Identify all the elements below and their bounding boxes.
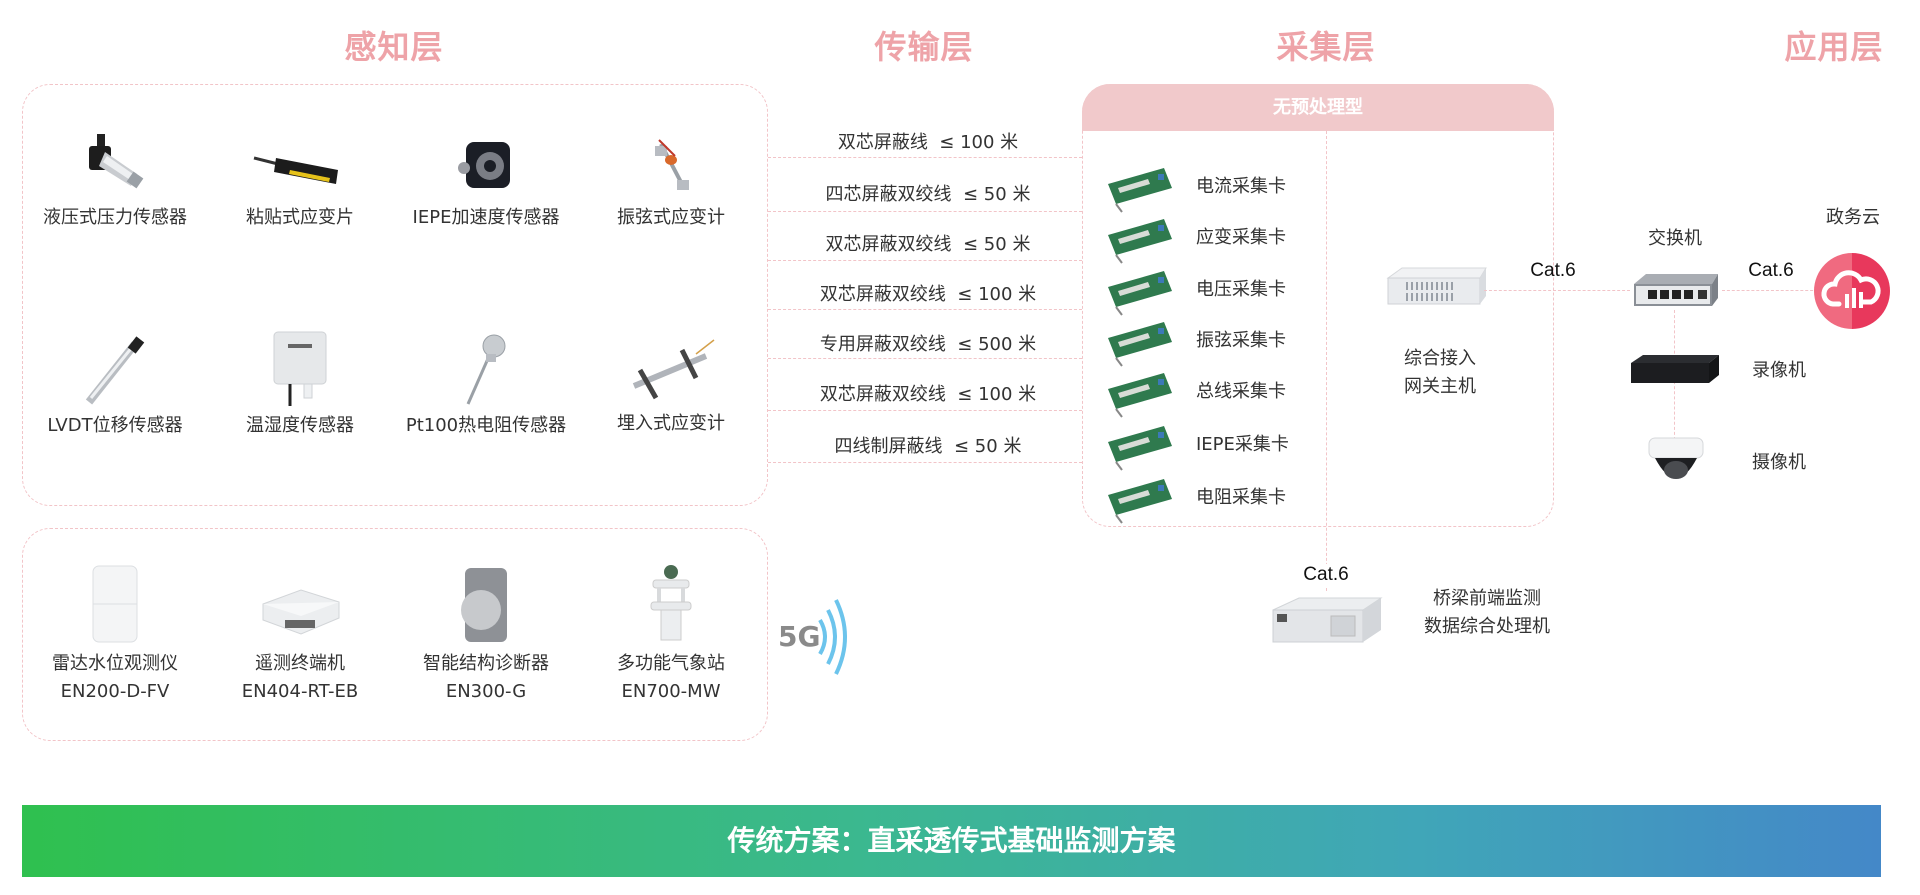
- sensor-pt100: Pt100热电阻传感器: [396, 330, 576, 440]
- device-structure-diagnoser: 智能结构诊断器 EN300-G: [396, 562, 576, 706]
- 5g-label: 5G: [778, 620, 821, 653]
- sensor-temp-humidity: 温湿度传感器: [210, 328, 390, 440]
- sensor-strain-gauge: 粘贴式应变片: [210, 130, 390, 232]
- recorder-label: 录像机: [1752, 360, 1806, 381]
- link-gateway-switch: [1484, 290, 1630, 291]
- gateway-label: 综合接入 网关主机: [1404, 348, 1476, 397]
- weather-station-icon: [650, 565, 692, 641]
- cable-line: [768, 260, 1082, 261]
- sensor-label: 液压式压力传感器: [43, 207, 187, 228]
- strain-gauge-icon: [253, 156, 338, 184]
- link-label: Cat.6: [1748, 260, 1794, 281]
- cloud-label: 政务云: [1826, 207, 1880, 228]
- device-model: EN700-MW: [621, 681, 721, 702]
- sensor-label: 粘贴式应变片: [246, 207, 354, 228]
- nvr-icon: [1631, 355, 1719, 383]
- collection-divider: [1326, 131, 1327, 591]
- device-model: EN200-D-FV: [60, 681, 170, 702]
- solution-banner: 传统方案：直采透传式基础监测方案: [22, 805, 1881, 877]
- card-vibrating-wire: 振弦采集卡: [1196, 330, 1286, 351]
- cable-line: [768, 157, 1082, 158]
- sensor-pressure: 液压式压力传感器: [25, 130, 205, 232]
- rtu-icon: [262, 589, 340, 635]
- cable-line: [768, 410, 1082, 411]
- cable-label: 双芯屏蔽双绞线 ≤ 50 米: [825, 234, 1031, 255]
- sensor-label: 埋入式应变计: [617, 413, 725, 434]
- card-current: 电流采集卡: [1196, 176, 1286, 197]
- layer-title-application: 应用层: [1784, 28, 1884, 66]
- device-model: EN404-RT-EB: [241, 681, 359, 702]
- cable-line: [768, 462, 1082, 463]
- gateway-host: [1384, 264, 1488, 314]
- cable-label: 四芯屏蔽双绞线 ≤ 50 米: [825, 184, 1031, 205]
- gov-cloud: [1813, 252, 1891, 334]
- sensor-label: IEPE加速度传感器: [412, 207, 560, 228]
- signal-waves-icon: [818, 599, 847, 675]
- device-name: 雷达水位观测仪: [52, 653, 178, 674]
- sensor-label: 振弦式应变计: [617, 207, 725, 228]
- wireless-5g: 5G: [778, 598, 858, 676]
- layer-title-perception: 感知层: [344, 28, 444, 66]
- cable-label: 专用屏蔽双绞线 ≤ 500 米: [819, 334, 1037, 355]
- accelerometer-icon: [458, 142, 510, 188]
- card-voltage: 电压采集卡: [1196, 279, 1286, 300]
- wireless-device-group: [22, 528, 768, 741]
- link-switch-cloud: [1722, 290, 1818, 291]
- cable-line: [768, 211, 1082, 212]
- layer-title-collection: 采集层: [1276, 28, 1376, 66]
- radar-level-icon: [92, 565, 138, 643]
- processor-unit: [1271, 594, 1383, 650]
- processor-label: 桥梁前端监测 数据综合处理机: [1424, 588, 1550, 637]
- switch-label: 交换机: [1648, 228, 1702, 249]
- device-radar-level: 雷达水位观测仪 EN200-D-FV: [25, 562, 205, 706]
- layer-title-transmission: 传输层: [874, 28, 974, 66]
- industrial-pc-icon: [1272, 597, 1383, 643]
- cloud-chart-icon: [1814, 253, 1890, 329]
- pcb-card-icon: [1108, 168, 1172, 213]
- gateway-rack-icon: [1386, 267, 1487, 305]
- wired-sensor-group: [22, 84, 768, 506]
- card-iepe: IEPE采集卡: [1196, 434, 1289, 455]
- network-switch: [1632, 272, 1720, 314]
- cable-label: 四线制屏蔽线 ≤ 50 米: [834, 436, 1022, 457]
- camera-label: 摄像机: [1752, 452, 1806, 473]
- sensor-lvdt: LVDT位移传感器: [25, 332, 205, 440]
- vibrating-wire-gauge-icon: [655, 139, 689, 190]
- device-name: 遥测终端机: [255, 653, 345, 674]
- device-model: EN300-G: [445, 681, 527, 702]
- device-weather-station: 多功能气象站 EN700-MW: [581, 562, 761, 706]
- pressure-sensor-icon: [89, 134, 144, 189]
- structure-diagnoser-icon: [461, 568, 507, 642]
- sensor-embedded-strain: 埋入式应变计: [581, 336, 761, 438]
- cable-line: [768, 309, 1082, 310]
- card-resistance: 电阻采集卡: [1196, 487, 1286, 508]
- device-name: 多功能气象站: [617, 653, 725, 674]
- cable-line: [768, 358, 1082, 359]
- card-icon-column: [1104, 166, 1176, 542]
- cable-label: 双芯屏蔽双绞线 ≤ 100 米: [819, 284, 1037, 305]
- sensor-label: 温湿度传感器: [246, 415, 354, 436]
- lvdt-sensor-icon: [85, 336, 145, 405]
- cable-label: 双芯屏蔽双绞线 ≤ 100 米: [819, 384, 1037, 405]
- dome-camera-icon: [1648, 437, 1704, 479]
- sensor-label: Pt100热电阻传感器: [405, 415, 567, 436]
- sensor-label: LVDT位移传感器: [47, 415, 183, 436]
- link-label: Cat.6: [1530, 260, 1576, 281]
- sensor-vibrating-wire: 振弦式应变计: [581, 130, 761, 232]
- card-strain: 应变采集卡: [1196, 227, 1286, 248]
- video-recorder: [1629, 353, 1721, 393]
- device-rtu: 遥测终端机 EN404-RT-EB: [210, 562, 390, 706]
- temp-humidity-sensor-icon: [273, 331, 327, 406]
- card-bus: 总线采集卡: [1196, 381, 1286, 402]
- cable-label: 双芯屏蔽线 ≤ 100 米: [837, 132, 1019, 153]
- device-name: 智能结构诊断器: [423, 653, 549, 674]
- network-switch-icon: [1634, 274, 1718, 306]
- collection-header: 无预处理型: [1082, 84, 1554, 131]
- rtd-sensor-icon: [466, 334, 506, 405]
- embedded-strain-gauge-icon: [632, 339, 715, 400]
- camera: [1645, 434, 1707, 496]
- sensor-accelerometer: IEPE加速度传感器: [396, 130, 576, 232]
- link-label: Cat.6: [1301, 564, 1351, 586]
- acquisition-card-icons: [1107, 168, 1173, 524]
